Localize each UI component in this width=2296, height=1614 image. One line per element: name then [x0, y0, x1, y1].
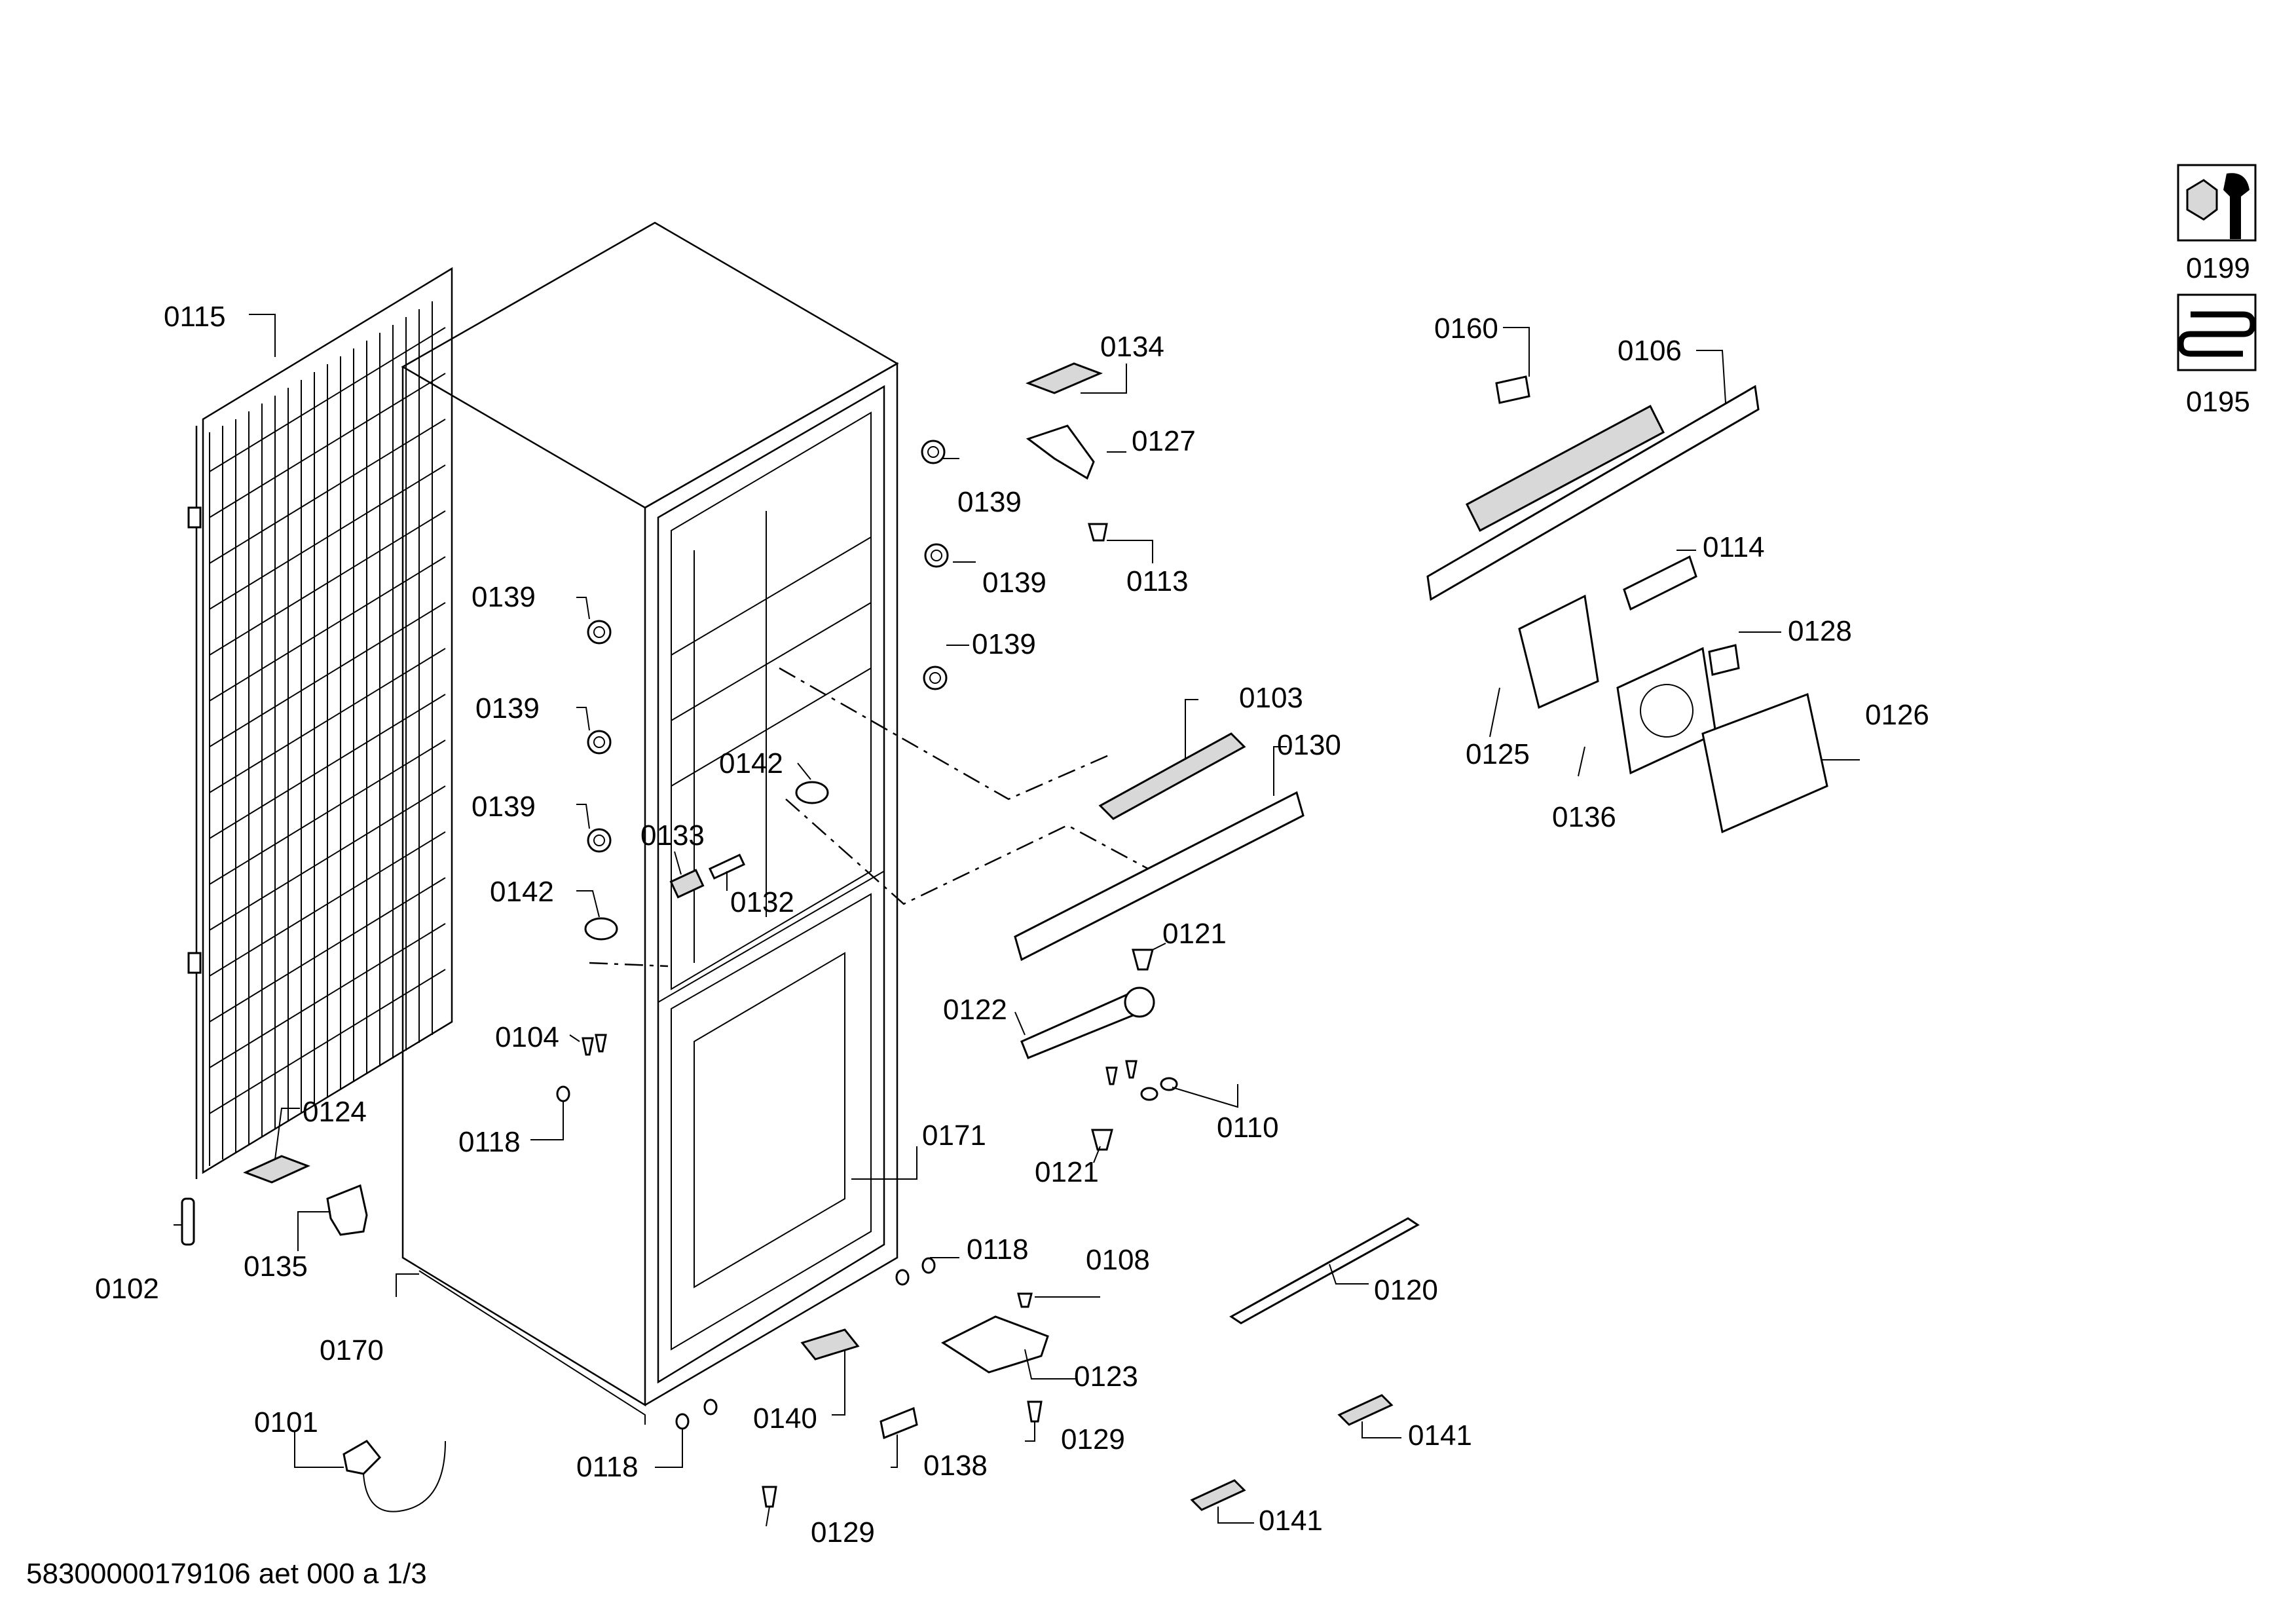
- fastener-0139: [587, 620, 612, 645]
- part-label-0123: 0123: [1074, 1361, 1138, 1393]
- part-label-0128: 0128: [1788, 615, 1852, 647]
- part-label-0139: 0139: [972, 628, 1036, 660]
- part-label-0103: 0103: [1239, 682, 1303, 714]
- part-label-0115: 0115: [164, 301, 226, 333]
- leader-lines: [174, 314, 1860, 1527]
- fastener-0139: [587, 828, 612, 853]
- part-label-0106: 0106: [1618, 335, 1682, 367]
- part-label-0139: 0139: [472, 581, 536, 613]
- part-label-0126: 0126: [1865, 699, 1929, 731]
- fastener-0139: [921, 440, 946, 464]
- part-label-0104: 0104: [495, 1021, 559, 1053]
- part-label-0120: 0120: [1374, 1274, 1438, 1306]
- part-label-0160: 0160: [1434, 312, 1498, 345]
- part-label-0134: 0134: [1100, 331, 1164, 363]
- fastener-0139: [587, 730, 612, 755]
- part-label-0114: 0114: [1703, 531, 1765, 563]
- part-label-0139: 0139: [472, 791, 536, 823]
- part-label-0141: 0141: [1259, 1505, 1323, 1537]
- part-label-0136: 0136: [1552, 801, 1616, 833]
- part-label-0102: 0102: [95, 1273, 159, 1305]
- part-label-0118: 0118: [967, 1233, 1029, 1266]
- part-label-0199: 0199: [2186, 252, 2250, 284]
- part-label-0139: 0139: [982, 567, 1046, 599]
- part-label-0121: 0121: [1162, 918, 1227, 950]
- part-label-0130: 0130: [1277, 729, 1341, 761]
- wrench-nut-icon: [2177, 164, 2257, 242]
- part-label-0140: 0140: [753, 1402, 817, 1435]
- part-label-0110: 0110: [1217, 1112, 1279, 1144]
- part-label-0138: 0138: [923, 1450, 988, 1482]
- cabinet-body: [401, 221, 899, 1425]
- part-label-0139: 0139: [475, 692, 540, 724]
- part-label-0142: 0142: [719, 747, 783, 779]
- part-label-0170: 0170: [320, 1334, 384, 1366]
- part-label-0135: 0135: [244, 1250, 308, 1283]
- part-label-0118: 0118: [458, 1126, 521, 1158]
- part-label-0142: 0142: [490, 876, 554, 908]
- part-label-0129: 0129: [1061, 1423, 1125, 1455]
- part-label-0101: 0101: [254, 1406, 318, 1438]
- part-label-0139: 0139: [957, 486, 1022, 518]
- part-label-0118: 0118: [576, 1451, 639, 1483]
- part-label-0129: 0129: [811, 1516, 875, 1548]
- assembly-lines: [589, 667, 1153, 967]
- part-label-0141: 0141: [1408, 1419, 1472, 1452]
- parts: [181, 362, 1828, 1512]
- fastener-0139: [924, 543, 949, 568]
- condenser-coil: [187, 267, 453, 1179]
- fastener-0139: [923, 666, 948, 690]
- part-label-0121: 0121: [1035, 1156, 1099, 1188]
- part-label-0133: 0133: [640, 819, 705, 852]
- part-label-0132: 0132: [730, 886, 794, 918]
- part-label-0108: 0108: [1086, 1244, 1150, 1276]
- part-label-0127: 0127: [1132, 425, 1196, 457]
- part-label-0124: 0124: [303, 1096, 367, 1128]
- coil-icon: [2177, 293, 2257, 371]
- part-label-0113: 0113: [1126, 565, 1189, 597]
- document-id: 58300000179106 aet 000 a 1/3: [26, 1558, 427, 1590]
- part-label-0195: 0195: [2186, 386, 2250, 418]
- part-label-0122: 0122: [943, 994, 1007, 1026]
- part-label-0171: 0171: [922, 1119, 986, 1152]
- part-label-0125: 0125: [1466, 738, 1530, 770]
